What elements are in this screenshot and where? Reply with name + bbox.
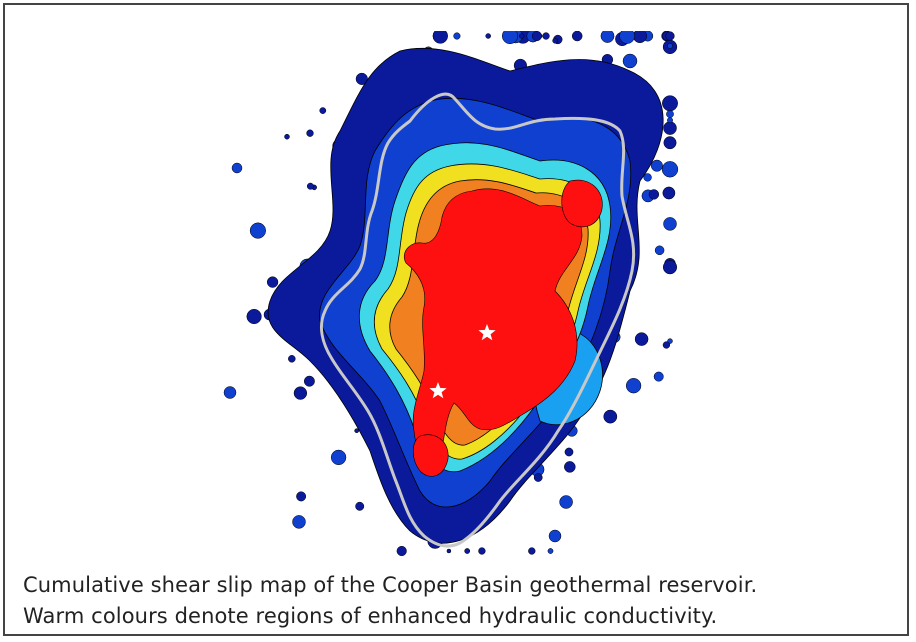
event-blob <box>528 547 536 555</box>
event-blob <box>663 136 677 150</box>
event-blob <box>650 159 663 172</box>
shear-slip-map-image <box>223 31 679 557</box>
event-blob <box>355 72 368 85</box>
event-blob <box>396 545 407 557</box>
event-blob <box>619 31 635 44</box>
event-blob <box>625 378 642 394</box>
event-blob <box>519 33 525 39</box>
event-blob <box>667 43 673 49</box>
event-blob <box>531 31 542 42</box>
event-blob <box>284 133 290 140</box>
event-blob <box>249 222 266 239</box>
event-blob <box>564 461 576 473</box>
event-blob <box>653 371 664 382</box>
event-blob <box>547 548 554 554</box>
event-blob <box>663 217 677 231</box>
event-blob <box>665 31 675 41</box>
event-blob <box>662 95 678 112</box>
event-blob <box>666 110 674 118</box>
event-blob <box>662 260 678 275</box>
event-blob <box>559 495 573 509</box>
event-blob <box>306 182 314 190</box>
injection-well-star-lower <box>429 382 447 399</box>
event-blob <box>662 186 676 200</box>
event-blob <box>303 375 315 387</box>
figure-frame: Cumulative shear slip map of the Cooper … <box>3 3 909 636</box>
event-blob <box>603 409 618 424</box>
event-blob <box>288 355 296 363</box>
event-blob <box>432 31 448 44</box>
event-blob <box>354 428 360 434</box>
isolated-event-blob <box>622 53 638 69</box>
red-lower-patch <box>412 434 449 477</box>
event-blob <box>453 32 461 40</box>
event-blob <box>296 491 307 502</box>
event-blob <box>223 386 237 399</box>
event-blob <box>501 31 519 45</box>
red-core-region <box>403 188 583 463</box>
event-blob <box>663 121 677 135</box>
event-blob <box>330 449 347 466</box>
caption-line-1: Cumulative shear slip map of the Cooper … <box>23 573 758 597</box>
red-upper-right-patch <box>561 179 603 228</box>
event-blob <box>246 308 262 325</box>
event-blob <box>552 37 559 44</box>
event-blob <box>654 245 665 256</box>
event-blob <box>464 548 471 554</box>
isolated-event-blob <box>231 162 243 174</box>
event-blob <box>306 129 314 137</box>
event-blob <box>533 473 543 482</box>
event-blob <box>667 117 673 124</box>
caption-line-2: Warm colours denote regions of enhanced … <box>23 604 718 628</box>
event-blob <box>571 31 583 42</box>
figure-caption: Cumulative shear slip map of the Cooper … <box>23 570 903 632</box>
event-blob <box>478 547 486 555</box>
event-blob <box>446 548 452 554</box>
event-blob <box>355 501 365 511</box>
event-blob <box>661 161 679 178</box>
event-blob <box>600 31 615 43</box>
event-blob <box>266 276 279 288</box>
shear-slip-map <box>210 31 680 559</box>
event-blob <box>319 107 327 114</box>
event-blob <box>542 32 550 40</box>
event-blob <box>485 33 491 39</box>
event-blob <box>662 341 671 349</box>
injection-well-star-upper <box>478 324 496 341</box>
event-blob <box>293 386 308 400</box>
event-blob <box>643 173 652 182</box>
event-blob <box>292 515 306 529</box>
event-blob <box>634 332 649 346</box>
reservoir-outline <box>320 92 636 548</box>
isolated-event-blob <box>548 529 562 543</box>
event-blob <box>632 31 647 44</box>
event-blob <box>648 189 660 200</box>
event-blob <box>564 447 574 457</box>
